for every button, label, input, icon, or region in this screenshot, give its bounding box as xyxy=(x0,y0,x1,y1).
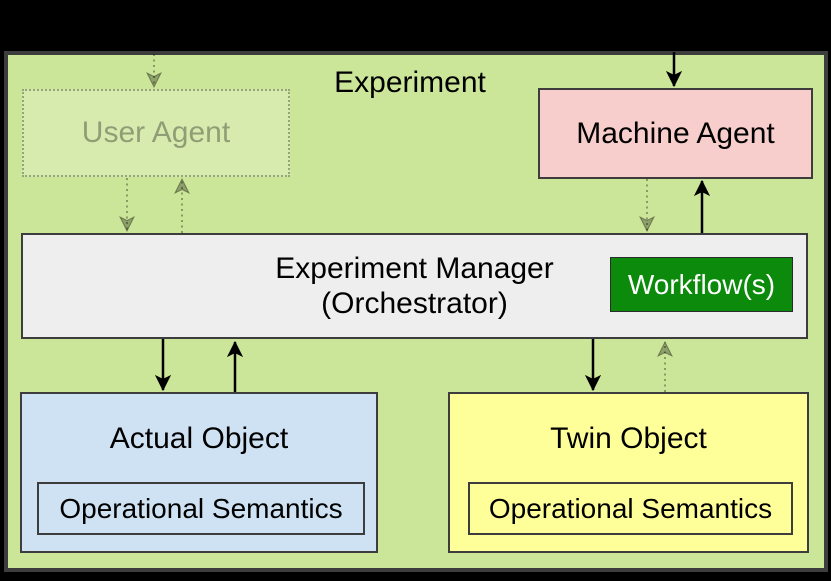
experiment-manager-label-line2: (Orchestrator) xyxy=(321,287,508,320)
node-workflows: Workflow(s) xyxy=(610,257,793,312)
twin-object-label: Twin Object xyxy=(550,422,707,455)
actual-object-operational-semantics: Operational Semantics xyxy=(37,482,365,535)
user-agent-label: User Agent xyxy=(81,116,231,149)
node-user-agent: User Agent xyxy=(22,89,290,177)
node-twin-object: Twin Object Operational Semantics xyxy=(448,392,809,553)
actual-operational-semantics-label: Operational Semantics xyxy=(59,492,343,524)
node-machine-agent: Machine Agent xyxy=(538,88,813,179)
experiment-manager-label-line1: Experiment Manager xyxy=(275,252,554,285)
workflows-label: Workflow(s) xyxy=(627,268,776,300)
twin-operational-semantics-label: Operational Semantics xyxy=(488,492,773,524)
node-actual-object: Actual Object Operational Semantics xyxy=(20,392,378,553)
actual-object-label: Actual Object xyxy=(109,422,289,455)
twin-object-operational-semantics: Operational Semantics xyxy=(468,482,793,535)
machine-agent-label: Machine Agent xyxy=(576,116,775,150)
node-experiment-manager: Experiment Manager (Orchestrator) xyxy=(21,233,808,339)
experiment-title: Experiment xyxy=(334,66,486,99)
